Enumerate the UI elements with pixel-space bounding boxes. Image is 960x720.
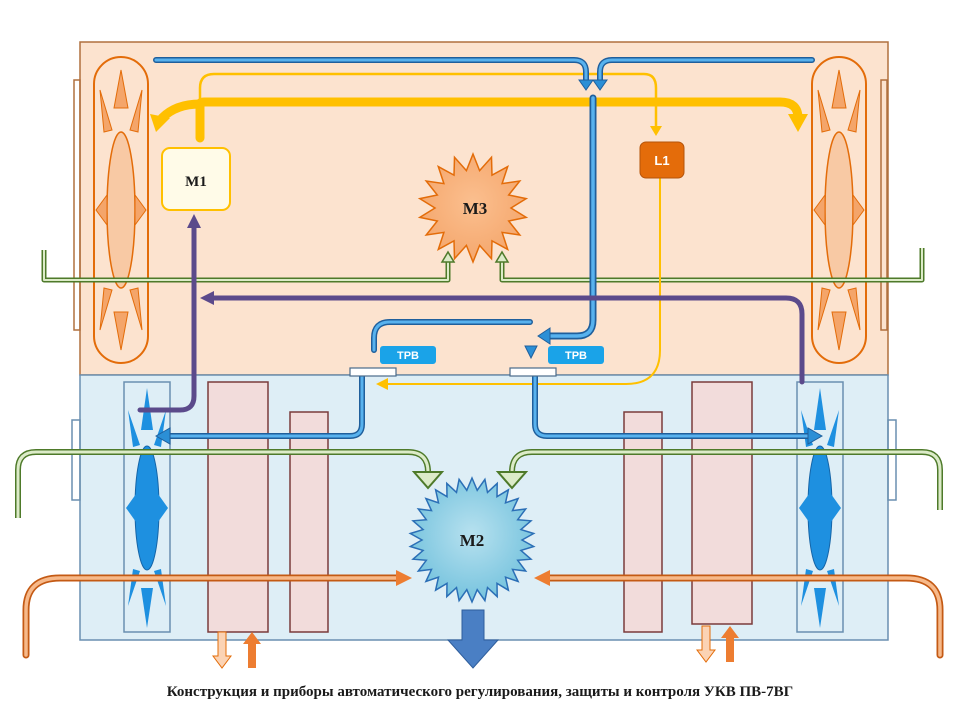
l1-badge (639, 141, 685, 179)
condenser-fan-left-icon (93, 56, 149, 364)
heater-left-small (289, 411, 329, 633)
m2-starburst-icon (408, 476, 536, 604)
m3-starburst-icon (417, 151, 529, 265)
drain-arrows-left-icon (212, 631, 261, 669)
refrigerant-arrow-left-fan-icon (154, 427, 171, 445)
refrigerant-merge-arrow-left-icon (578, 79, 594, 91)
trv-right-valve (509, 367, 557, 377)
refrigerant-line (153, 57, 815, 439)
trv-right-badge (548, 346, 604, 364)
liquid-arrow-right-icon (788, 114, 808, 132)
control-arrow-m1-icon (187, 214, 201, 228)
heater-right-small (623, 411, 663, 633)
drain-arrows-right-icon (696, 625, 739, 663)
outside-air-flow (15, 248, 943, 518)
l1-label: L1 (654, 153, 669, 168)
trv-left-label: ТРВ (397, 350, 419, 362)
m2-label: М2 (460, 531, 485, 550)
m3-label: М3 (463, 199, 488, 218)
outside-air-arrow-right-icon (495, 471, 529, 490)
heater-right-large (691, 381, 753, 625)
heater-left-large (207, 381, 269, 633)
control-arrow-left-icon (200, 291, 214, 305)
m1-label: М1 (185, 174, 207, 190)
refrigerant-merge-arrow-right-icon (592, 79, 608, 91)
outside-air-arrow-m3-left-icon (440, 250, 456, 263)
outlet-arrow-down-icon (446, 609, 500, 669)
heated-air-arrow-left-icon (396, 570, 412, 586)
trv-left-badge (380, 346, 436, 364)
control-line (137, 223, 805, 413)
condenser-fan-right-icon (811, 56, 867, 364)
right-upper-flange (880, 79, 888, 331)
m1-box (161, 147, 231, 211)
trv-right-label: ТРВ (565, 350, 587, 362)
refrigerant-arrow-trv-right-icon (537, 327, 551, 345)
heated-air-arrow-right-icon (534, 570, 550, 586)
outside-air-arrow-m3-right-icon (494, 250, 510, 263)
refrigerant-arrow-trv-down-icon (524, 345, 538, 360)
diagram-caption: Конструкция и приборы автоматического ре… (166, 684, 794, 700)
outside-air-arrow-left-icon (411, 471, 445, 490)
liquid-arrow-l1-icon (650, 126, 662, 136)
right-lower-flange (887, 419, 897, 501)
left-lower-flange (71, 419, 81, 501)
liquid-line (157, 72, 803, 385)
evaporator-fan-right-icon (796, 381, 844, 633)
liquid-arrow-trv-icon (376, 378, 388, 390)
refrigerant-arrow-right-fan-icon (807, 427, 824, 445)
evaporator-fan-left-icon (123, 381, 171, 633)
left-upper-flange (73, 79, 81, 331)
liquid-arrow-left-icon (150, 114, 170, 132)
heated-air-flow (22, 574, 944, 659)
trv-left-valve (349, 367, 397, 377)
